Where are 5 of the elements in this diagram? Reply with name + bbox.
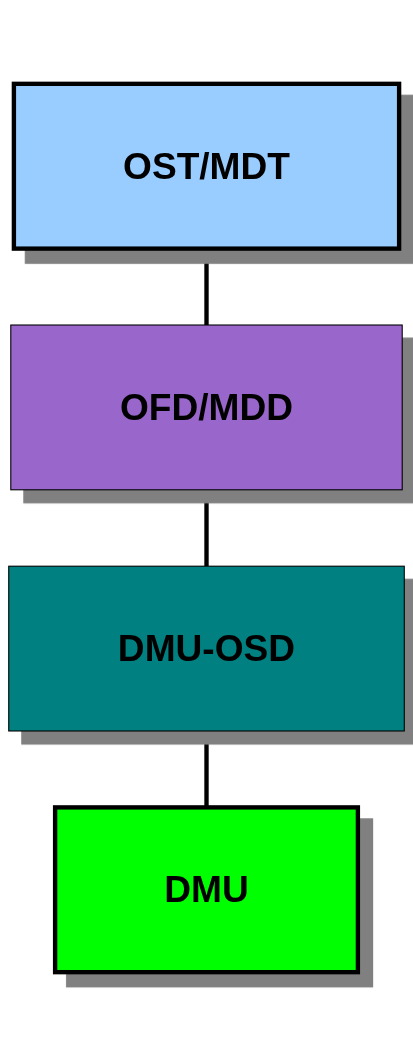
- connector: [204, 489, 209, 567]
- node-box: DMU: [52, 805, 361, 975]
- node-box: OFD/MDD: [10, 324, 403, 491]
- node-box: DMU-OSD: [8, 565, 405, 732]
- node-box: OST/MDT: [11, 81, 402, 251]
